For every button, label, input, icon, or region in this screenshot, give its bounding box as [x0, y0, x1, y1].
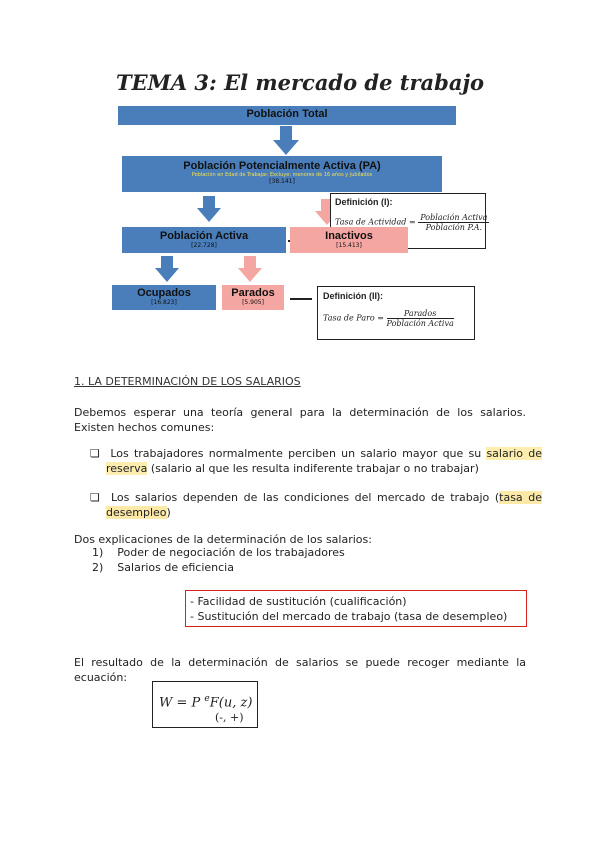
page-title: TEMA 3: El mercado de trabajo [115, 70, 485, 95]
inactivos-number: [15.413] [336, 242, 362, 249]
intro-paragraph: Debemos esperar una teoría general para … [74, 406, 526, 434]
inactivos-box: Inactivos [15.413] [290, 227, 408, 253]
ocupados-number: [16.823] [151, 299, 177, 306]
list-item: 2) Salarios de eficiencia [92, 561, 234, 574]
resultado-paragraph: El resultado de la determinación de sala… [74, 656, 526, 684]
poblacion-activa-box: Población Activa [22.728] [122, 227, 286, 253]
pa-box: Población Potencialmente Activa (PA) Pob… [122, 156, 442, 192]
arrow-down-icon [273, 126, 299, 155]
arrow-down-icon [155, 256, 179, 282]
parados-number: [5.905] [242, 299, 264, 306]
note-line: - Sustitución del mercado de trabajo (ta… [190, 610, 508, 623]
ocupados-box: Ocupados [16.823] [112, 285, 216, 310]
definicion-1-label: Definición (I): [335, 197, 393, 207]
poblacion-total-label: Población Total [246, 108, 328, 120]
arrow-down-icon [197, 196, 221, 222]
parados-box: Parados [5.905] [222, 285, 284, 310]
definicion-2-label: Definición (II): [323, 291, 383, 301]
ocupados-label: Ocupados [137, 287, 191, 299]
equation-main: W = P [159, 695, 201, 711]
connector-line [288, 240, 290, 242]
note-line: - Facilidad de sustitución (cualificació… [190, 595, 407, 608]
connector-line [290, 298, 312, 300]
pa-number: [38.141] [269, 178, 295, 185]
equation-superscript: e [204, 694, 210, 704]
poblacion-total-box: Población Total [118, 106, 456, 125]
definicion-1-denominator: Población P.A. [425, 223, 483, 232]
dos-explicaciones-text: Dos explicaciones de la determinación de… [74, 533, 372, 546]
definicion-2-numerator: Parados [386, 309, 454, 319]
checkbox-bullet-icon: ❏ [90, 491, 111, 504]
poblacion-activa-label: Población Activa [159, 230, 249, 242]
list-item: 1) Poder de negociación de los trabajado… [92, 546, 345, 559]
bullet-item: ❏ Los salarios dependen de las condicion… [90, 491, 542, 519]
poblacion-activa-number: [22.728] [191, 242, 217, 249]
section-heading: 1. LA DETERMINACIÓN DE LOS SALARIOS [74, 375, 301, 388]
definicion-1-lhs: Tasa de Actividad = [335, 217, 416, 227]
equation-signs: (-, +) [215, 711, 244, 724]
bullet-item: ❏ Los trabajadores normalmente perciben … [90, 447, 543, 475]
red-note-box: - Facilidad de sustitución (cualificació… [185, 590, 527, 627]
definicion-2-lhs: Tasa de Paro = [323, 313, 384, 323]
parados-label: Parados [231, 287, 275, 299]
equation-function: F(u, z) [209, 695, 253, 711]
pa-label: Población Potencialmente Activa (PA) [183, 160, 381, 172]
arrow-down-icon [238, 256, 262, 282]
inactivos-label: Inactivos [325, 230, 373, 242]
pa-sublabel: Población en Edad de Trabajar. Excluye: … [191, 172, 373, 178]
definicion-1-numerator: Población Activa [418, 213, 490, 223]
definicion-2-denominator: Población Activa [386, 319, 454, 328]
equation-box: W = P eF(u, z) (-, +) [152, 681, 258, 728]
checkbox-bullet-icon: ❏ [90, 447, 111, 460]
